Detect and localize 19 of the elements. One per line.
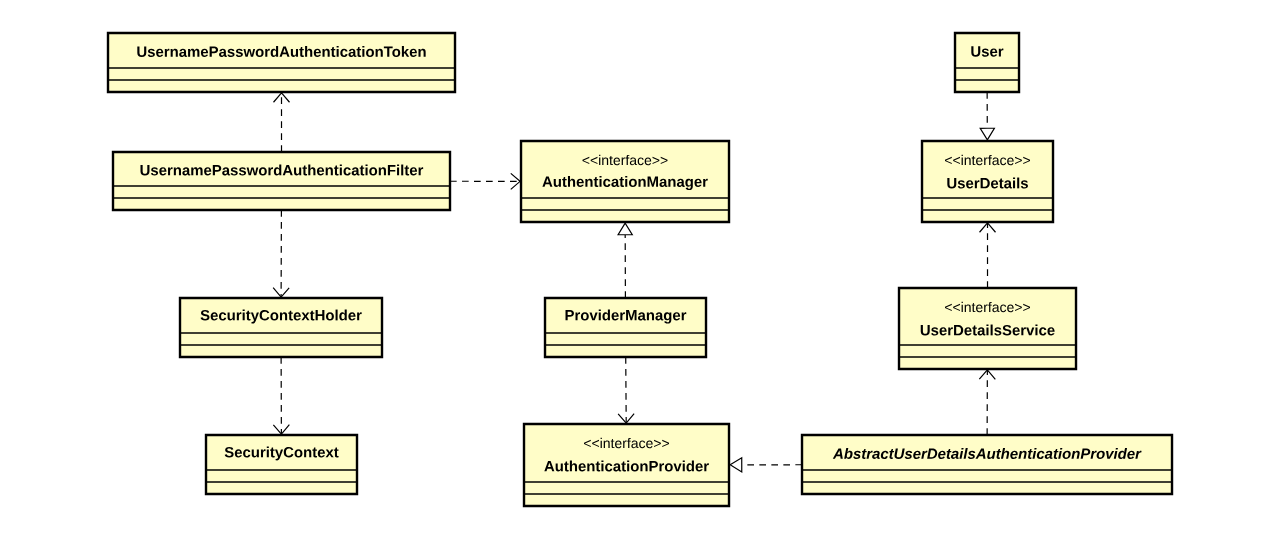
- dashed-arrow: [978, 222, 997, 289]
- dashed-arrow: [272, 92, 291, 153]
- class-box: UsernamePasswordAuthenticationFilter: [111, 150, 452, 212]
- dashed-arrow: [449, 172, 521, 190]
- dashed-arrow: [617, 356, 635, 424]
- dashed-arrow: [272, 356, 290, 435]
- class-box: <<interface>> UserDetails: [920, 139, 1055, 224]
- class-box: <<interface>> UserDetailsService: [897, 286, 1078, 371]
- class-box: SecurityContext: [204, 433, 359, 496]
- dashed-arrow: [979, 91, 996, 141]
- class-box: SecurityContextHolder: [178, 296, 384, 359]
- class-box: UsernamePasswordAuthenticationToken: [106, 31, 457, 94]
- dashed-arrow: [978, 369, 996, 436]
- dashed-arrow: [272, 209, 290, 298]
- class-box: ProviderManager: [543, 296, 708, 359]
- class-box: <<interface>> AuthenticationProvider: [522, 422, 731, 508]
- class-box: User: [953, 31, 1021, 94]
- class-box: <<interface>> AuthenticationManager: [519, 139, 731, 224]
- class-box: AbstractUserDetailsAuthenticationProvider: [800, 433, 1174, 496]
